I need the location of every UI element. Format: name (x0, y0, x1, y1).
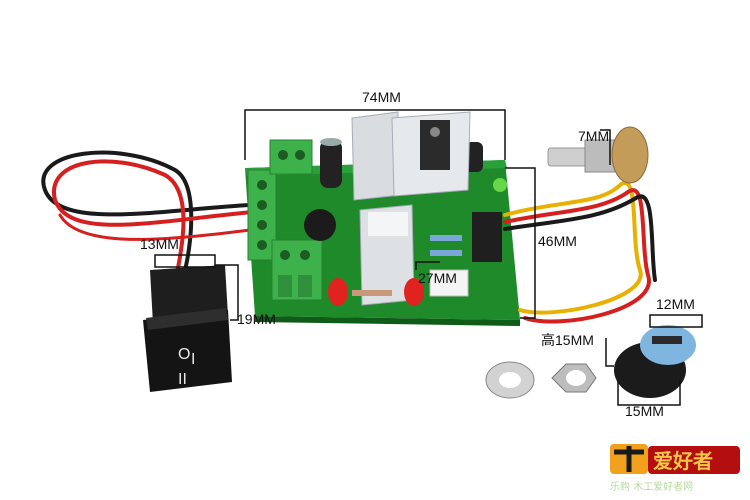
chips-and-leds (328, 178, 507, 306)
rocker-switch (143, 265, 232, 392)
pot-shaft-label: 7MM (578, 128, 610, 144)
terminal-blocks (247, 139, 323, 301)
knob-height-label: 高15MM (541, 332, 594, 348)
knob-width-label: 15MM (625, 403, 664, 419)
switch-height-label: 19MM (237, 311, 276, 327)
pot-wires (503, 180, 657, 324)
switch-mark-on: I (191, 351, 196, 368)
heatsink-height-label: 27MM (418, 270, 457, 286)
board-width-label: 74MM (362, 89, 401, 105)
switch-wires (41, 150, 254, 272)
board-height-label: 46MM (538, 233, 577, 249)
switch-mark-two: II (178, 371, 187, 388)
brand-logo: 爱好者 乐购 木工爱好者网 (608, 440, 744, 496)
brand-subtitle: 乐购 木工爱好者网 (610, 480, 693, 493)
switch-mark-off: O (178, 346, 191, 363)
washers (485, 361, 597, 399)
knob (614, 325, 696, 398)
knob-top-label: 12MM (656, 296, 695, 312)
brand-text: 爱好者 (653, 449, 713, 473)
heatsinks (351, 111, 471, 306)
dimension-lines (154, 109, 703, 406)
switch-width-label: 13MM (140, 236, 179, 252)
brand-logo-icon: 爱好者 乐购 木工爱好者网 (610, 444, 740, 493)
